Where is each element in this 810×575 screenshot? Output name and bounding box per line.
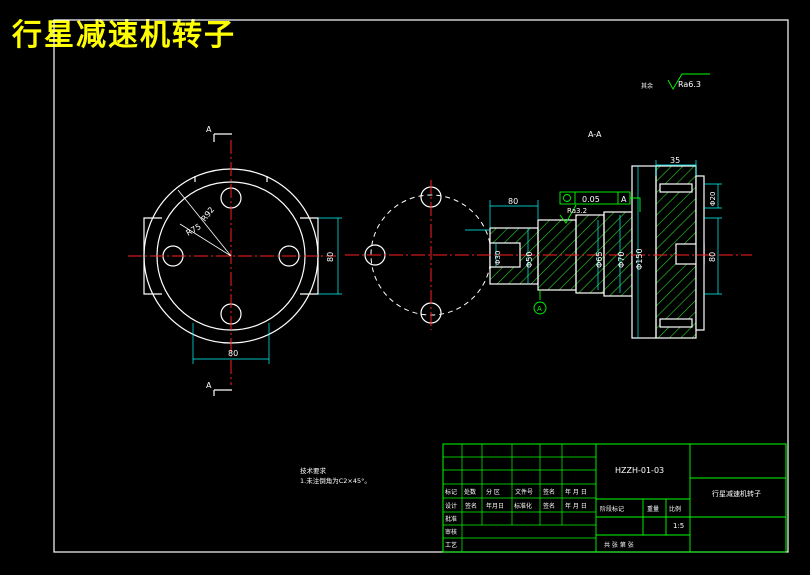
roughness-label: 其余 [641,82,653,90]
section-view: A-A 80 Φ50 Φ65 Φ70 [345,130,752,339]
tb-biaoji: 标记 [445,488,457,496]
dim-dia-150: Φ150 [635,248,644,270]
tb-gongyi: 工艺 [445,541,457,549]
notes-title: 技术要求 [300,466,327,475]
dim-r75: R75 [185,222,203,238]
tolerance-datum: A [621,195,627,204]
tb-sheji: 设计 [445,502,457,510]
dim-bore-30: Φ30 [494,251,502,265]
title-block: 标记 处数 分 区 文件号 签名 年 月 日 设计 签名 年月日 标准化 签名 … [442,443,787,553]
tb-biaozhunhua: 标准化 [514,502,532,510]
tb-gong: 共 张 第 张 [604,541,634,549]
dim-flange-80: 80 [708,252,717,262]
dim-dia-20: Φ20 [709,192,717,206]
notes-line1: 1.未注倒角为C2×45°。 [300,476,371,485]
tb-pizhun: 批准 [445,515,457,523]
front-view: A A R92 R75 80 80 [128,125,342,396]
tb-nianyueri3: 年 月 日 [565,502,587,510]
tb-scale: 1:5 [673,522,684,530]
tb-jieduan: 阶段标记 [600,505,624,513]
tb-chushu: 处数 [464,488,476,496]
roughness-default-value: Ra6.3 [678,80,701,89]
tb-qianming3: 签名 [543,502,555,510]
dim-length-80: 80 [508,197,518,206]
tb-wenjian: 文件号 [515,488,533,496]
tb-qianming2: 签名 [465,502,477,510]
tb-bili: 比例 [669,505,681,513]
drawing-title: 行星减速机转子 [12,18,236,53]
section-marker-top: A [206,125,212,134]
dim-flange-35: 35 [670,156,680,165]
tb-drawing-no: HZZH-01-03 [615,466,664,475]
tb-zhongliang: 重量 [647,505,659,513]
dim-dia-50: Φ50 [525,252,534,268]
section-marker-bottom: A [206,381,212,390]
tolerance-value: 0.05 [582,195,600,204]
tb-shenhe: 审核 [445,528,457,536]
section-title: A-A [588,130,602,139]
tb-part-name: 行星减速机转子 [712,489,761,498]
dim-front-width: 80 [228,349,238,358]
roughness-default: 其余 Ra6.3 [641,73,710,90]
drawing-frame [53,19,789,553]
tb-nianyueri2: 年月日 [486,502,504,510]
roughness-shaft: Ra3.2 [567,207,587,215]
dim-dia-65: Φ65 [595,252,604,268]
tb-qianming: 签名 [543,488,555,496]
tb-fenqu: 分 区 [486,488,500,496]
dim-r92: R92 [199,205,216,223]
tb-nianyueri: 年 月 日 [565,488,587,496]
dim-front-height: 80 [326,252,335,262]
dim-dia-70: Φ70 [617,252,626,268]
datum-label: A [537,305,542,313]
